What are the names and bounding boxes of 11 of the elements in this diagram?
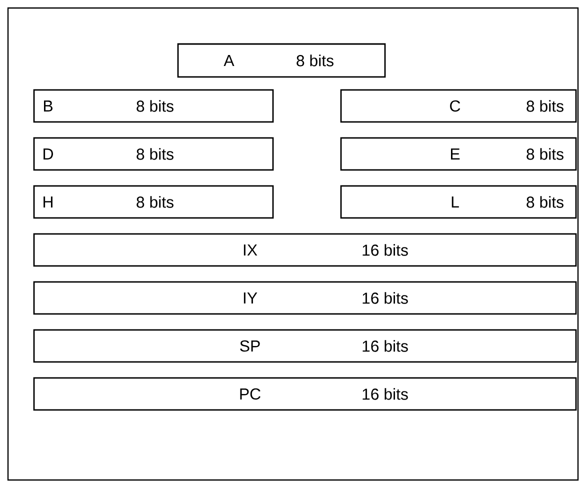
register-box: H 8 bits xyxy=(33,185,274,219)
register-box: E 8 bits xyxy=(340,137,577,171)
register-box: A 8 bits xyxy=(177,43,386,78)
register-box: IY 16 bits xyxy=(33,281,577,315)
register-box: SP 16 bits xyxy=(33,329,577,363)
register-box: C 8 bits xyxy=(340,89,577,123)
register-box: D 8 bits xyxy=(33,137,274,171)
register-box: PC 16 bits xyxy=(33,377,577,411)
register-box: IX 16 bits xyxy=(33,233,577,267)
register-box: B 8 bits xyxy=(33,89,274,123)
register-box: L 8 bits xyxy=(340,185,577,219)
